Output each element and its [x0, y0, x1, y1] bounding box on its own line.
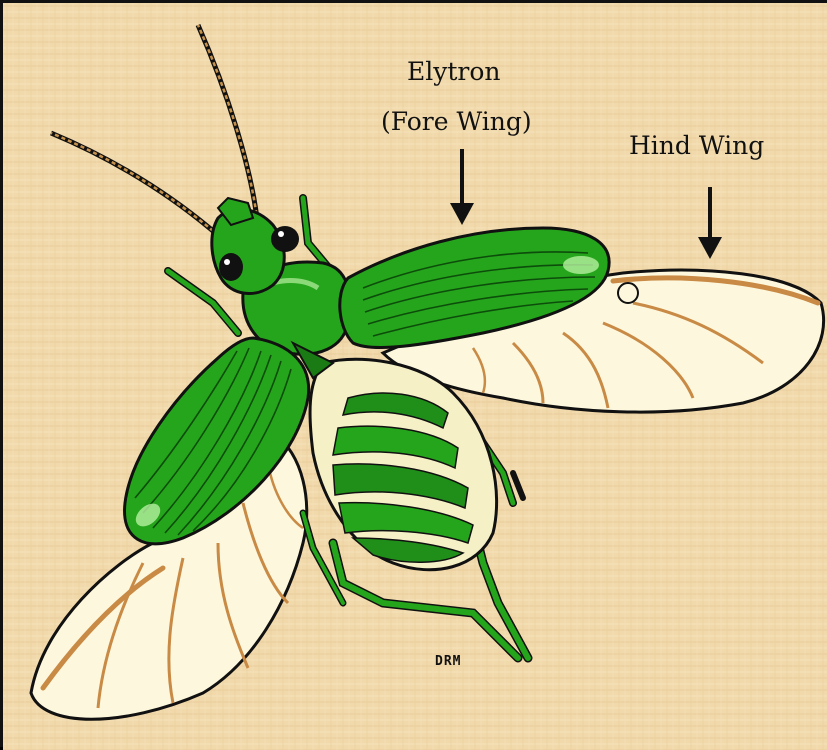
artist-signature: DRM [435, 654, 461, 670]
right-eye-icon [271, 226, 299, 252]
left-eye-icon [219, 253, 243, 281]
hind-wing-label: Hind Wing [629, 131, 764, 161]
fore-wing-label: (Fore Wing) [381, 107, 532, 137]
elytron-label: Elytron [407, 57, 501, 87]
